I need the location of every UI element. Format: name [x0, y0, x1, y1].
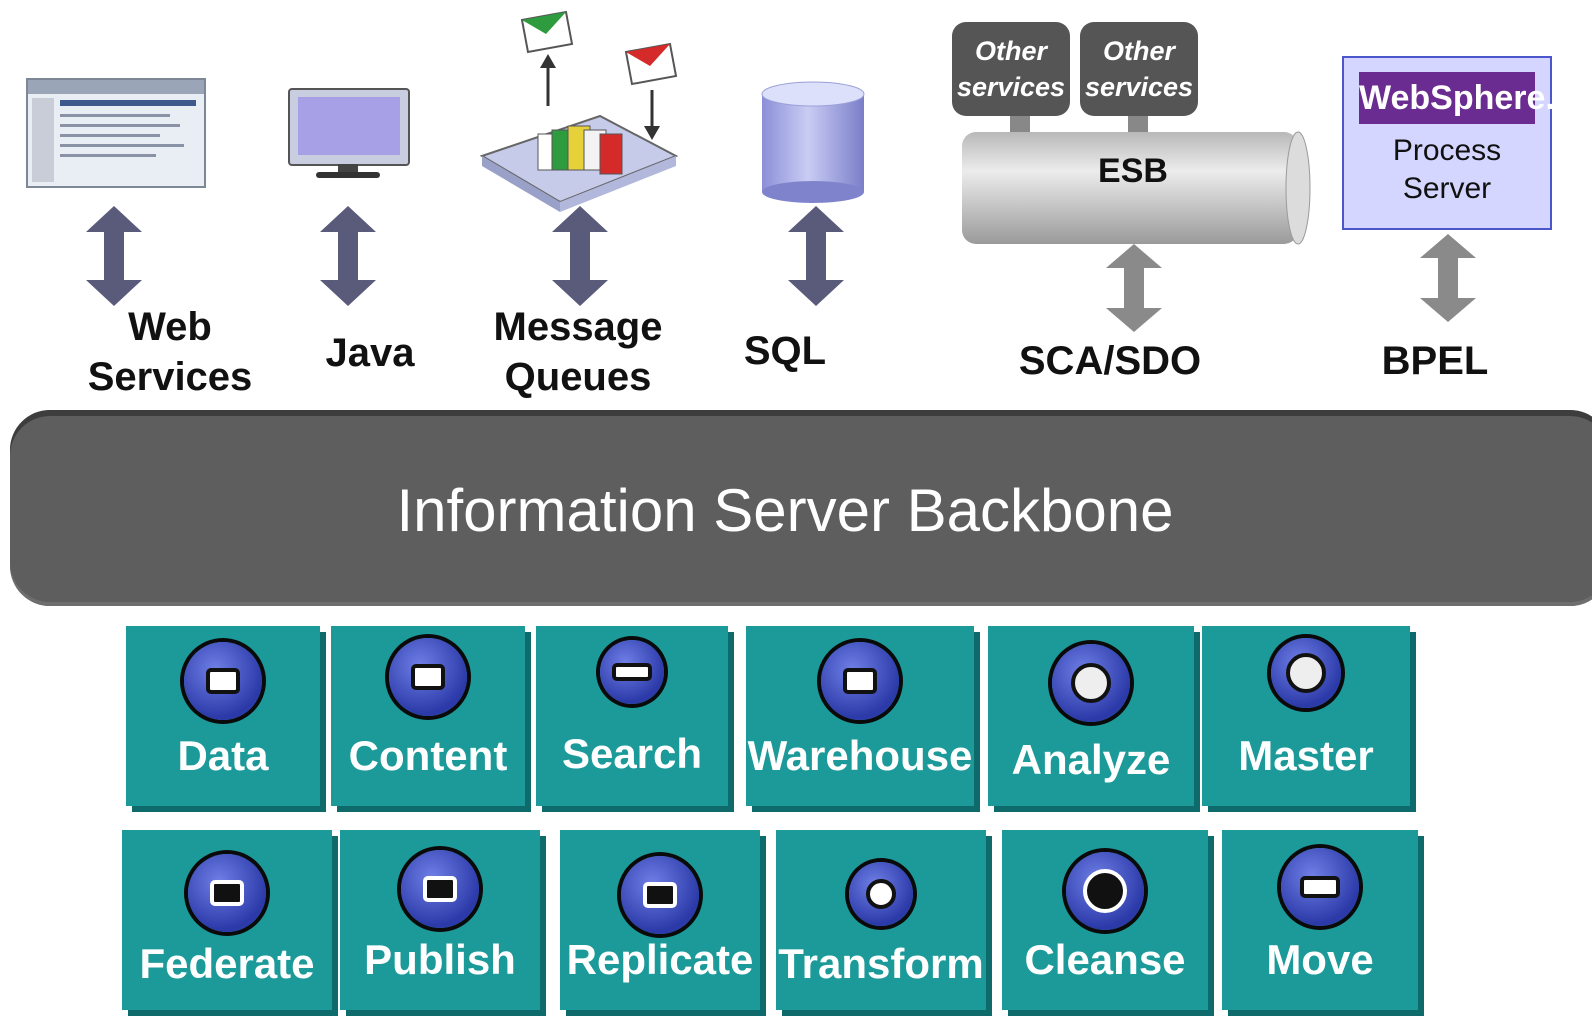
tile-label: Transform [778, 940, 984, 987]
tile-label: Cleanse [1024, 936, 1186, 983]
esb-pipe-icon [962, 116, 1311, 245]
tile-label: Publish [364, 936, 516, 983]
tile-replicate: Replicate [560, 830, 760, 1010]
tile-analyze: Analyze [988, 626, 1194, 806]
tile-master: Master [1202, 626, 1410, 806]
tile-label: Data [177, 732, 269, 779]
transform-icon [849, 862, 913, 926]
data-icon [184, 642, 262, 720]
tile-cleanse: Cleanse [1002, 830, 1208, 1010]
tile-label: Content [348, 732, 508, 779]
websphere-logo: WebSphere. [1359, 72, 1555, 124]
database-icon [761, 81, 865, 203]
analyze-icon [1052, 644, 1130, 722]
tile-label: Analyze [1011, 736, 1171, 783]
message-queue-icon [480, 10, 679, 212]
information-server-backbone [10, 410, 1592, 606]
tile-search: Search [536, 626, 728, 806]
java-arrow-icon [320, 206, 376, 306]
web-services-arrow-icon [86, 206, 142, 306]
esb-label: ESB [1098, 152, 1168, 190]
sql-label: SQL [743, 329, 827, 373]
publish-icon [401, 850, 479, 928]
bpel-label: BPEL [1381, 339, 1489, 383]
federate-icon [188, 854, 266, 932]
search-icon [600, 640, 664, 704]
tile-label: Federate [139, 940, 315, 987]
content-icon [389, 638, 467, 716]
tile-label: Replicate [566, 936, 754, 983]
warehouse-icon [821, 642, 899, 720]
replicate-icon [621, 856, 699, 934]
tile-transform: Transform [776, 830, 986, 1010]
sql-arrow-icon [788, 206, 844, 306]
tile-move: Move [1222, 830, 1418, 1010]
tile-label: Master [1238, 732, 1374, 779]
master-icon [1271, 638, 1341, 708]
tile-publish: Publish [340, 830, 540, 1010]
sca-sdo-label: SCA/SDO [1018, 339, 1202, 383]
sca-sdo-arrow-icon [1106, 244, 1162, 332]
message-queues-arrow-icon [552, 206, 608, 306]
tile-warehouse: Warehouse [746, 626, 974, 806]
move-icon [1281, 848, 1359, 926]
tile-content: Content [331, 626, 525, 806]
web-browser-icon [26, 78, 206, 188]
tile-data: Data [126, 626, 320, 806]
tile-label: Search [561, 730, 703, 777]
monitor-icon [288, 88, 410, 178]
tile-label: Move [1266, 936, 1374, 983]
java-label: Java [325, 331, 415, 375]
backbone-title: Information Server Backbone [396, 477, 1174, 544]
cleanse-icon [1066, 852, 1144, 930]
tile-label: Warehouse [747, 732, 973, 779]
tile-federate: Federate [122, 830, 332, 1010]
bpel-arrow-icon [1420, 234, 1476, 322]
